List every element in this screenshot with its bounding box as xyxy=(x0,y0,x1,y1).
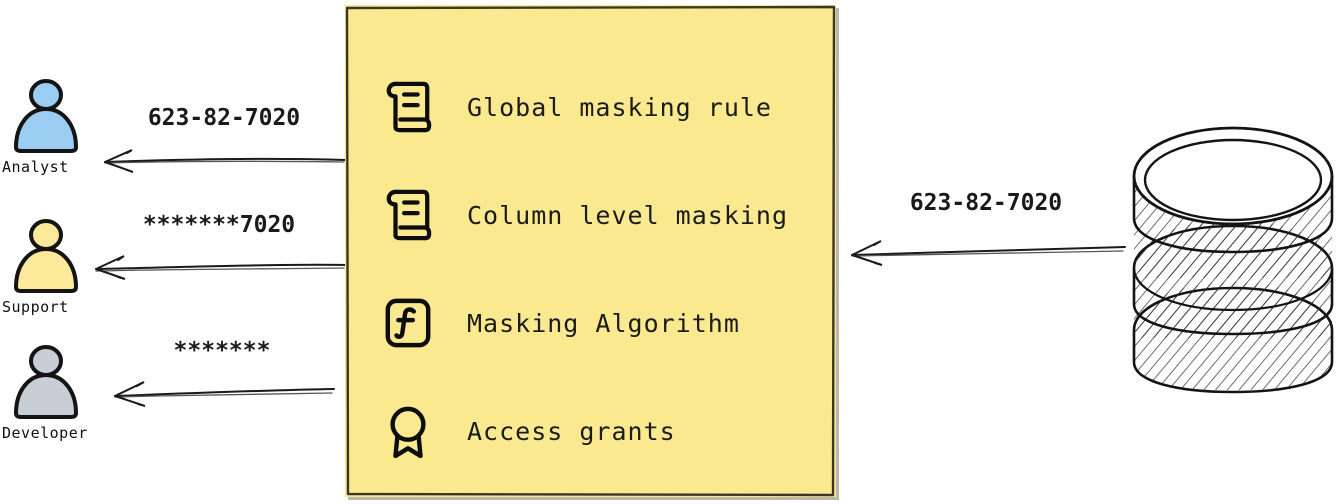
flow-label-developer: ******* xyxy=(173,338,271,364)
masking-row-label: Column level masking xyxy=(467,200,789,230)
masking-row-label: Global masking rule xyxy=(467,92,772,122)
flow-label-support: *******7020 xyxy=(142,212,296,238)
masking-row-label: Access grants xyxy=(467,416,676,446)
flow-from-database: 623-82-7020 xyxy=(845,190,1127,266)
arrow-left-icon xyxy=(95,255,347,280)
person-icon xyxy=(14,79,78,153)
flow-to-analyst: 623-82-7020 xyxy=(100,105,348,175)
database-cylinder-icon xyxy=(1126,118,1340,398)
flow-to-developer: ******* xyxy=(108,338,336,408)
masking-row-label: Masking Algorithm xyxy=(467,308,740,338)
scroll-icon xyxy=(386,189,432,241)
arrow-left-icon xyxy=(851,240,1126,266)
person-icon xyxy=(14,345,78,419)
actor-label-analyst: Analyst xyxy=(2,158,69,176)
flow-label-database: 623-82-7020 xyxy=(909,190,1063,216)
arrow-left-icon xyxy=(114,381,335,407)
database-cylinder-shape xyxy=(1132,126,1334,394)
actor-developer: Developer xyxy=(0,344,120,442)
function-icon xyxy=(385,298,431,348)
person-icon xyxy=(14,219,78,293)
flow-label-analyst: 623-82-7020 xyxy=(147,105,301,131)
masking-row[interactable]: Global masking rule xyxy=(383,53,813,161)
actor-label-developer: Developer xyxy=(2,424,88,442)
actor-support: Support xyxy=(0,218,120,316)
masking-rows-list: Global masking rule Column level masking xyxy=(383,53,813,485)
masking-row[interactable]: Column level masking xyxy=(383,161,813,269)
actor-label-support: Support xyxy=(2,298,69,316)
flow-to-support: *******7020 xyxy=(90,212,348,282)
award-icon xyxy=(390,406,426,458)
actor-analyst: Analyst xyxy=(0,78,120,176)
arrow-left-icon xyxy=(104,149,347,173)
masking-row[interactable]: Masking Algorithm xyxy=(383,269,813,377)
masking-row[interactable]: Access grants xyxy=(383,377,813,485)
masking-controls-panel: Global masking rule Column level masking xyxy=(345,5,836,497)
scroll-icon xyxy=(386,81,432,133)
